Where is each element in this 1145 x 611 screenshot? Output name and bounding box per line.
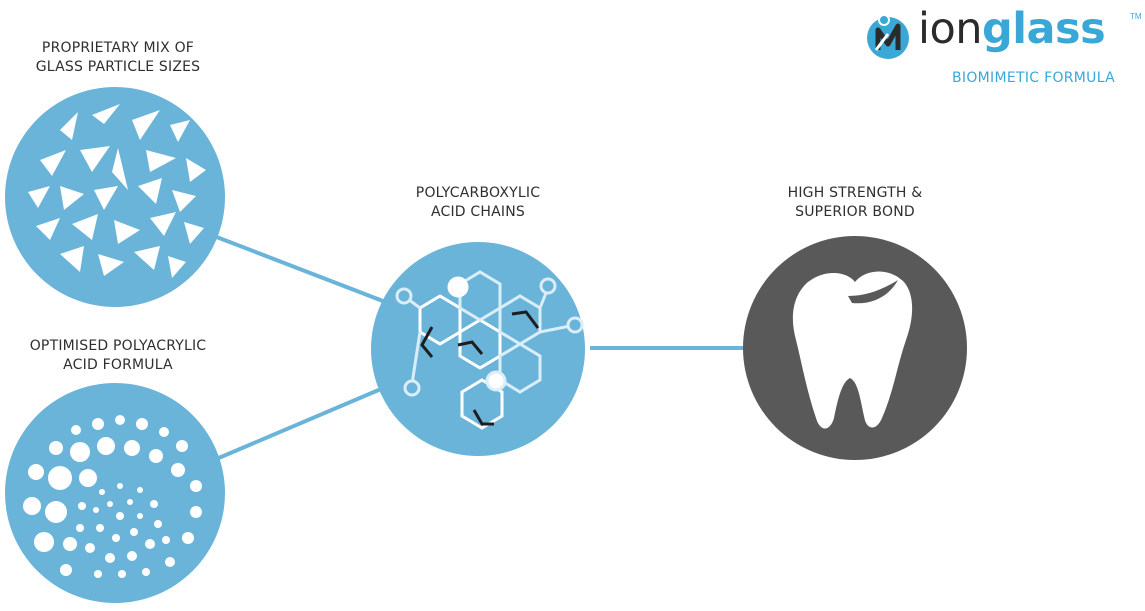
glass-particles-circle (5, 87, 225, 307)
logo-wordmark: ionglass (918, 2, 1106, 56)
logo-trademark: TM (1130, 12, 1142, 21)
strength-label-line-1: HIGH STRENGTH & (787, 185, 923, 201)
polyacrylic-label-line-1: OPTIMISED POLYACRYLIC (29, 338, 207, 354)
polycarboxylic-label-line-2: ACID CHAINS (430, 204, 526, 220)
ionglass-mark-icon (867, 14, 909, 59)
dot-spiral-icon (23, 415, 202, 578)
connector-acid-to-chains (213, 384, 389, 462)
connector-glass-to-chains (213, 234, 389, 305)
glass-shards-icon (28, 104, 206, 278)
logo-tagline: BIOMIMETIC FORMULA (952, 70, 1116, 86)
glass-particles-label-line-2: GLASS PARTICLE SIZES (35, 59, 201, 75)
hexagon-chain-icon (395, 270, 584, 430)
polyacrylic-label: OPTIMISED POLYACRYLIC ACID FORMULA (0, 337, 236, 375)
glass-particles-label: PROPRIETARY MIX OF GLASS PARTICLE SIZES (0, 39, 236, 77)
polycarboxylic-label-line-1: POLYCARBOXYLIC (415, 185, 541, 201)
logo-word-ion: ion (918, 4, 983, 54)
strength-label-line-2: SUPERIOR BOND (795, 204, 915, 220)
polyacrylic-label-line-2: ACID FORMULA (63, 357, 173, 373)
glass-particles-label-line-1: PROPRIETARY MIX OF (41, 40, 195, 56)
tooth-icon (792, 271, 913, 429)
tooth-shine-swoosh (848, 280, 898, 304)
polyacrylic-circle (5, 383, 225, 603)
ionglass-logo: ionglass TM BIOMIMETIC FORMULA (864, 4, 1144, 96)
polycarboxylic-label: POLYCARBOXYLIC ACID CHAINS (380, 184, 576, 222)
strength-label: HIGH STRENGTH & SUPERIOR BOND (750, 184, 960, 222)
logo-word-glass: glass (982, 4, 1106, 54)
